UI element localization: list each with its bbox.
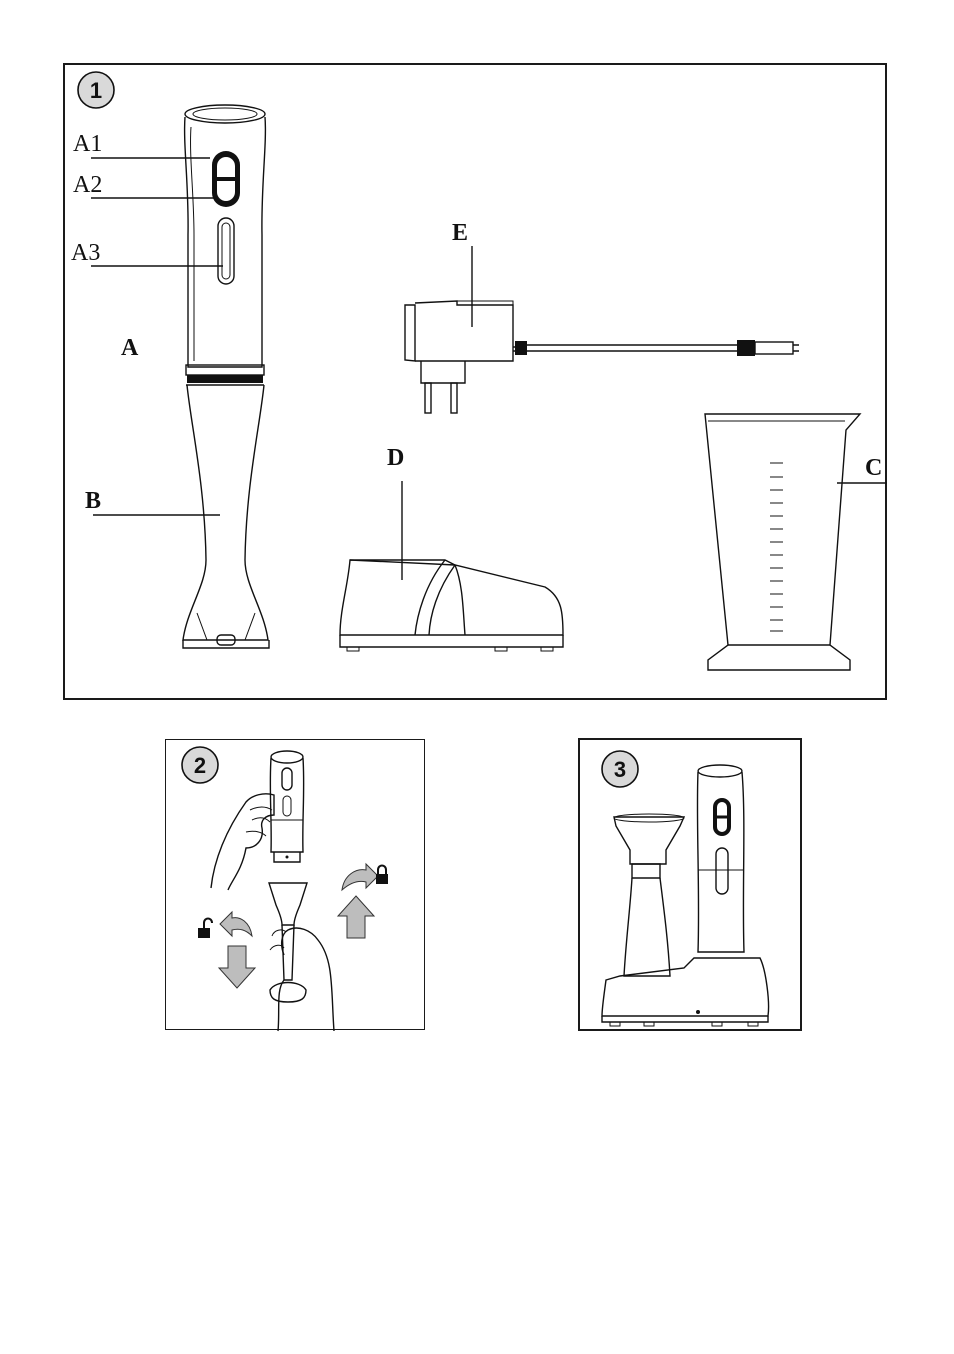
- panel-number-badge-3: 3: [602, 751, 638, 787]
- panel-number-1: 1: [90, 78, 102, 103]
- panel-number-3: 3: [614, 757, 626, 782]
- figure-panel-1: 1: [63, 63, 887, 700]
- blending-shaft-icon: [269, 883, 307, 1002]
- panel-number-badge-2: 2: [182, 747, 218, 783]
- power-adapter-drawing: [405, 301, 799, 413]
- rotate-arrow-icon: [342, 864, 378, 890]
- label-c: C: [865, 455, 882, 481]
- label-a2: A2: [73, 172, 102, 198]
- figure-panel-3: 3: [578, 738, 802, 1031]
- charging-base-drawing: [340, 560, 563, 651]
- blender-on-charger-icon: [602, 765, 769, 1026]
- label-a3: A3: [71, 240, 100, 266]
- hand-blender-drawing: [183, 105, 269, 648]
- label-a1: A1: [73, 131, 102, 157]
- motor-unit-icon: [270, 751, 303, 862]
- label-b: B: [85, 488, 101, 514]
- label-a: A: [121, 335, 139, 361]
- beaker-scale: [770, 463, 783, 631]
- panel-number-badge-1: 1: [78, 72, 114, 108]
- label-d: D: [387, 445, 404, 471]
- lock-icon: [376, 866, 388, 885]
- unlock-icon: [198, 919, 212, 939]
- panel-number-2: 2: [194, 753, 206, 778]
- measuring-beaker-drawing: [705, 414, 860, 670]
- label-e: E: [452, 220, 468, 246]
- figure-panel-2: 2: [165, 739, 425, 1030]
- rotate-arrow-icon: [220, 912, 252, 936]
- up-arrow-icon: [338, 896, 374, 938]
- hand-icon: [211, 794, 274, 890]
- panel-3-drawing: 3: [580, 740, 804, 1033]
- hand-icon: [270, 928, 334, 1031]
- down-arrow-icon: [219, 946, 255, 988]
- panel-1-drawing: 1: [65, 65, 889, 702]
- panel-2-drawing: 2: [166, 740, 426, 1031]
